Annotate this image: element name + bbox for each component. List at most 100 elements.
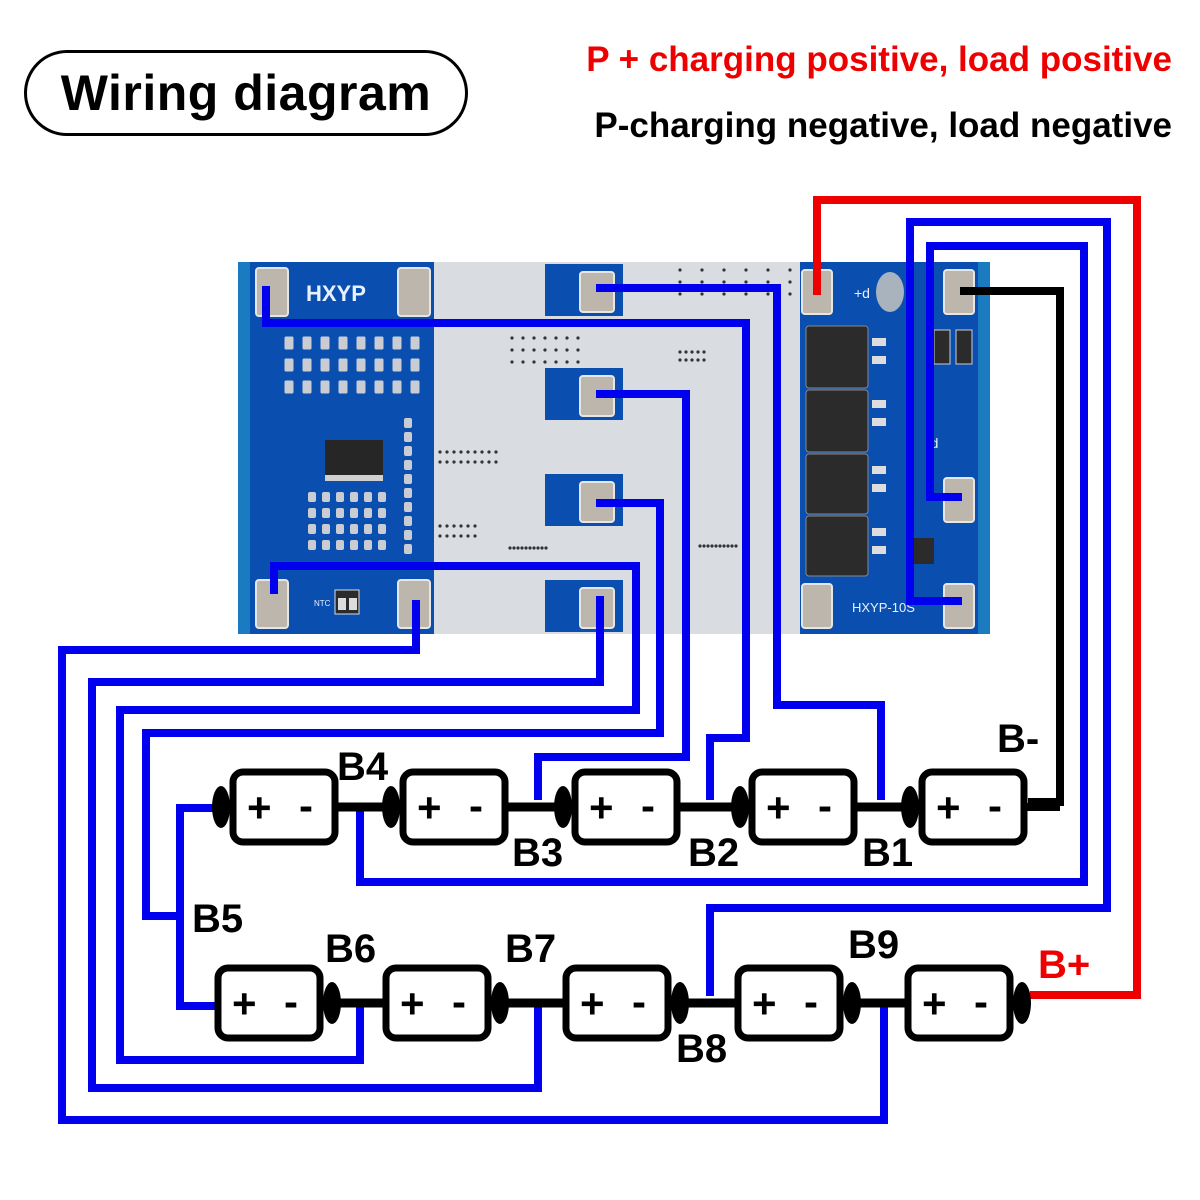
via-dot <box>438 524 442 528</box>
mosfet-1 <box>805 325 869 389</box>
via-dot <box>576 360 580 364</box>
smd-part <box>308 524 316 534</box>
battery-minus-sign: - <box>988 782 1002 829</box>
battery-cell-8: +- <box>562 964 689 1042</box>
via-dot <box>710 544 714 548</box>
mosfet-leg <box>872 418 886 426</box>
via-dot <box>445 524 449 528</box>
smd-part <box>319 335 331 351</box>
shunt-resistor-2 <box>955 329 973 365</box>
battery-minus-sign: - <box>299 782 313 829</box>
smd-part <box>409 335 421 351</box>
battery-body <box>214 964 324 1042</box>
via-dot <box>466 524 470 528</box>
wire-b1-pad-to-b1 <box>596 284 885 800</box>
battery-cell-4: +- <box>382 768 509 846</box>
smd-part <box>378 492 386 502</box>
battery-terminal <box>1013 982 1031 1024</box>
via-dot <box>528 546 532 550</box>
battery-cell-1: +- <box>901 768 1028 846</box>
battery-cell-3: +- <box>554 768 681 846</box>
smd-part <box>404 432 412 442</box>
via-dot <box>510 348 514 352</box>
pad-b-minus <box>801 583 833 629</box>
via-dot <box>766 268 770 272</box>
pcb-left-edge <box>238 262 250 634</box>
legend-positive: P + charging positive, load positive <box>586 40 1172 79</box>
label-b8: B8 <box>676 1027 727 1071</box>
via-dot <box>521 348 525 352</box>
battery-terminal <box>491 982 509 1024</box>
smd-part <box>391 335 403 351</box>
via-dot <box>766 292 770 296</box>
smd-part <box>337 335 349 351</box>
via-dot <box>521 360 525 364</box>
label-b7: B7 <box>505 927 556 971</box>
label-b1: B1 <box>862 831 913 875</box>
smd-part <box>350 492 358 502</box>
via-dot <box>722 544 726 548</box>
battery-plus-sign: + <box>766 784 791 831</box>
via-dot <box>565 348 569 352</box>
smd-part <box>373 335 385 351</box>
mosfet-leg <box>872 484 886 492</box>
smd-part <box>319 357 331 373</box>
battery-body <box>229 768 339 846</box>
via-dot <box>788 292 792 296</box>
via-dot <box>512 546 516 550</box>
ic-pins <box>325 475 383 481</box>
smd-part <box>404 474 412 484</box>
via-dot <box>445 450 449 454</box>
battery-minus-sign: - <box>974 978 988 1025</box>
via-dot <box>714 544 718 548</box>
smd-part <box>322 492 330 502</box>
via-dot <box>487 450 491 454</box>
smd-part <box>350 508 358 518</box>
mosfet-leg <box>872 356 886 364</box>
wire-b3-pad-to-b3 <box>534 390 690 800</box>
via-dot <box>536 546 540 550</box>
via-dot <box>684 350 688 354</box>
battery-plus-sign: + <box>936 784 961 831</box>
via-dot <box>696 350 700 354</box>
battery-terminal <box>382 786 400 828</box>
shunt-resistor-1 <box>933 329 951 365</box>
ntc-pin <box>338 598 346 610</box>
smd-part <box>283 357 295 373</box>
wire-p-plus-to-b-plus <box>813 196 1141 999</box>
silver-via-dots <box>438 268 792 550</box>
via-dot <box>734 544 738 548</box>
via-dot <box>700 268 704 272</box>
via-dot <box>466 460 470 464</box>
smd-part <box>404 544 412 554</box>
via-dot <box>684 358 688 362</box>
smd-part <box>308 540 316 550</box>
smd-part <box>373 379 385 395</box>
via-dot <box>543 360 547 364</box>
bms-board: HXYP HXYP-10S +d -d NTC <box>238 262 990 634</box>
via-dot <box>520 546 524 550</box>
smd-part <box>322 508 330 518</box>
via-dot <box>696 358 700 362</box>
label-b-plus: B+ <box>1038 943 1090 987</box>
mosfet-leg <box>872 528 886 536</box>
via-dot <box>466 450 470 454</box>
smd-part <box>283 379 295 395</box>
via-dot <box>508 546 512 550</box>
wire-b8-pad-to-b9 <box>58 600 888 1124</box>
via-dot <box>678 292 682 296</box>
via-dot <box>543 348 547 352</box>
smd-part <box>308 508 316 518</box>
battery-terminal <box>843 982 861 1024</box>
legend-negative: P-charging negative, load negative <box>594 106 1172 145</box>
smd-part <box>283 335 295 351</box>
smd-part <box>391 379 403 395</box>
smd-part <box>319 379 331 395</box>
via-dot <box>438 460 442 464</box>
via-dot <box>554 360 558 364</box>
mosfet-leg <box>872 400 886 408</box>
smd-part <box>364 524 372 534</box>
smd-part <box>378 524 386 534</box>
label-b-minus: B- <box>997 717 1039 761</box>
